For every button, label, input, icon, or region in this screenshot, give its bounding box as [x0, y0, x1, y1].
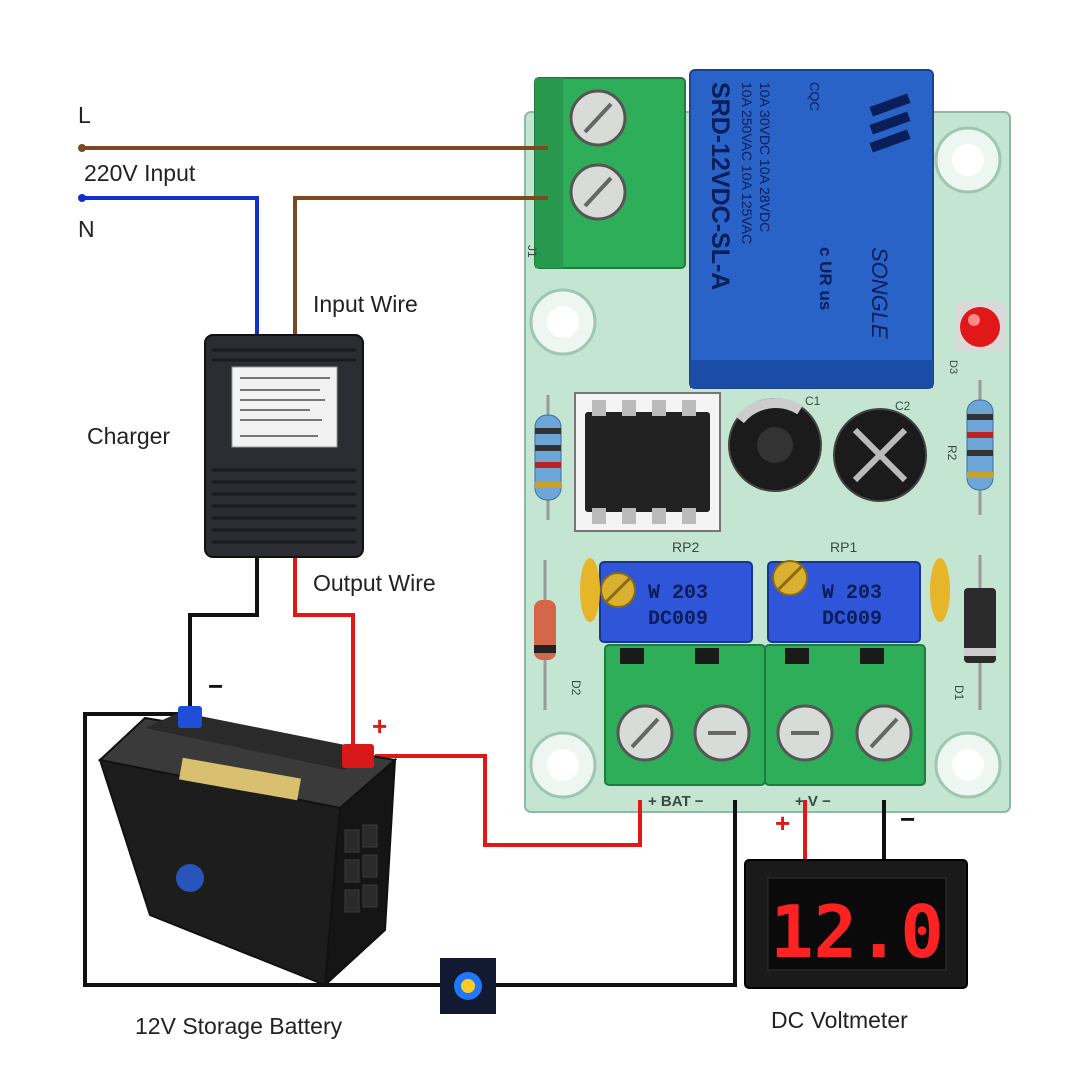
- relay-rating-dc: 10A 30VDC 10A 28VDC: [757, 82, 773, 232]
- voltmeter-terminal-block: [764, 644, 926, 786]
- output-wire-negative: [188, 555, 259, 712]
- battery-positive-terminal: [342, 744, 374, 768]
- potentiometer-rp2: W 203 DC009: [599, 561, 753, 643]
- relay-ul-mark: c UR us: [816, 247, 835, 310]
- ic-chip: [574, 392, 721, 532]
- dc-voltmeter: 12.0: [744, 859, 968, 989]
- r2-label: R2: [945, 445, 959, 461]
- songle-logo-icon: [869, 93, 911, 153]
- battery-negative-terminal: [178, 706, 202, 728]
- battery-plus-sign: +: [372, 711, 387, 741]
- resistor: [534, 395, 562, 520]
- mounting-hole: [529, 731, 597, 799]
- electrolytic-capacitor-c1: C1: [728, 394, 822, 492]
- input-wire: [293, 196, 548, 340]
- diode-d2: D2: [534, 560, 583, 710]
- mounting-hole: [934, 126, 1002, 194]
- charger: [204, 334, 364, 558]
- resistor-r2: R2: [945, 380, 994, 515]
- d1-label: D1: [952, 685, 966, 701]
- diode-d1: D1: [952, 555, 996, 710]
- charger-label: Charger: [87, 423, 170, 449]
- watermark-logo: [440, 958, 496, 1014]
- ac-terminal-block: J1: [525, 77, 686, 269]
- battery-logo-icon: [176, 864, 204, 892]
- charger-spec-label: [231, 366, 338, 448]
- live-wire-end: [78, 144, 86, 152]
- c2-label: C2: [895, 399, 911, 413]
- v-terminal-label: + V −: [795, 793, 831, 810]
- wires: [80, 146, 886, 987]
- battery-sticker: [179, 757, 301, 801]
- output-wire-positive: [293, 555, 355, 752]
- ceramic-capacitor: [580, 558, 600, 622]
- pot-code: DC009: [648, 608, 708, 631]
- d3-label: D3: [947, 360, 959, 374]
- relay-model: SRD-12VDC-SL-A: [706, 82, 734, 290]
- neutral-wire-end: [78, 194, 86, 202]
- voltmeter-reading: 12.0: [770, 890, 943, 974]
- battery-terminal-block: [604, 644, 766, 786]
- bat-terminal-label: + BAT −: [648, 793, 704, 810]
- battery-label: 12V Storage Battery: [135, 1013, 343, 1039]
- pot-code: DC009: [822, 608, 882, 631]
- meter-minus-sign: −: [900, 804, 915, 834]
- battery-positive-wire: [375, 754, 642, 847]
- pot-marking: W 203: [822, 582, 882, 605]
- j1-label: J1: [525, 245, 539, 258]
- electrolytic-capacitor-c2: C2: [833, 399, 927, 502]
- battery-negative-wire: [83, 712, 737, 987]
- storage-battery: [97, 706, 398, 988]
- charging-module-board: J1 SRD-12VDC-SL-A 10A 250VAC 10A 125VAC …: [524, 69, 1011, 813]
- input-wire-label: Input Wire: [313, 291, 418, 317]
- input-220v-label: 220V Input: [84, 160, 196, 186]
- meter-plus-sign: +: [775, 808, 790, 838]
- red-led: D3: [947, 302, 1005, 374]
- mounting-hole: [934, 731, 1002, 799]
- relay-brand: SONGLE: [867, 247, 892, 339]
- mounting-hole: [529, 288, 597, 356]
- voltmeter-label: DC Voltmeter: [771, 1007, 908, 1033]
- neutral-wire: [80, 196, 259, 340]
- c1-label: C1: [805, 394, 821, 408]
- line-label: L: [78, 102, 91, 128]
- ceramic-capacitor: [930, 558, 950, 622]
- rp2-label: RP2: [672, 539, 699, 555]
- neutral-label: N: [78, 216, 95, 242]
- rp1-label: RP1: [830, 539, 857, 555]
- charger-minus-sign: −: [208, 671, 223, 701]
- pot-marking: W 203: [648, 582, 708, 605]
- relay-rating-ac: 10A 250VAC 10A 125VAC: [739, 82, 755, 244]
- d2-label: D2: [569, 680, 583, 696]
- relay-cert: CQC: [807, 82, 822, 111]
- potentiometer-rp1: W 203 DC009: [767, 560, 921, 643]
- output-wire-label: Output Wire: [313, 570, 436, 596]
- relay: SRD-12VDC-SL-A 10A 250VAC 10A 125VAC 10A…: [689, 69, 934, 389]
